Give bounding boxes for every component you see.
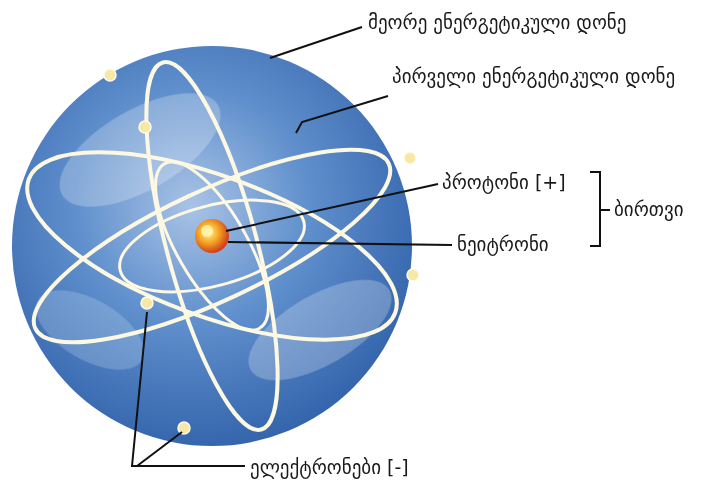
nucleus: [195, 219, 229, 253]
electrons: [104, 69, 419, 434]
level-label: პირველი ენერგეტიკული დონე: [392, 64, 675, 89]
electron-orbits: [5, 51, 419, 441]
nucleus-highlight: [201, 225, 213, 237]
level-label: მეორე ენერგეტიკული დონე: [368, 10, 626, 35]
leader-lines: [132, 27, 452, 466]
particle-label: ნეიტრონი: [457, 232, 549, 257]
particle-label: პროტონი [+]: [442, 170, 566, 195]
atom-sphere: [12, 46, 412, 446]
group-label: ბირთვი: [614, 197, 684, 222]
nucleus-bracket: [590, 172, 610, 246]
particle-label: ელექტრონები [-]: [250, 455, 409, 480]
